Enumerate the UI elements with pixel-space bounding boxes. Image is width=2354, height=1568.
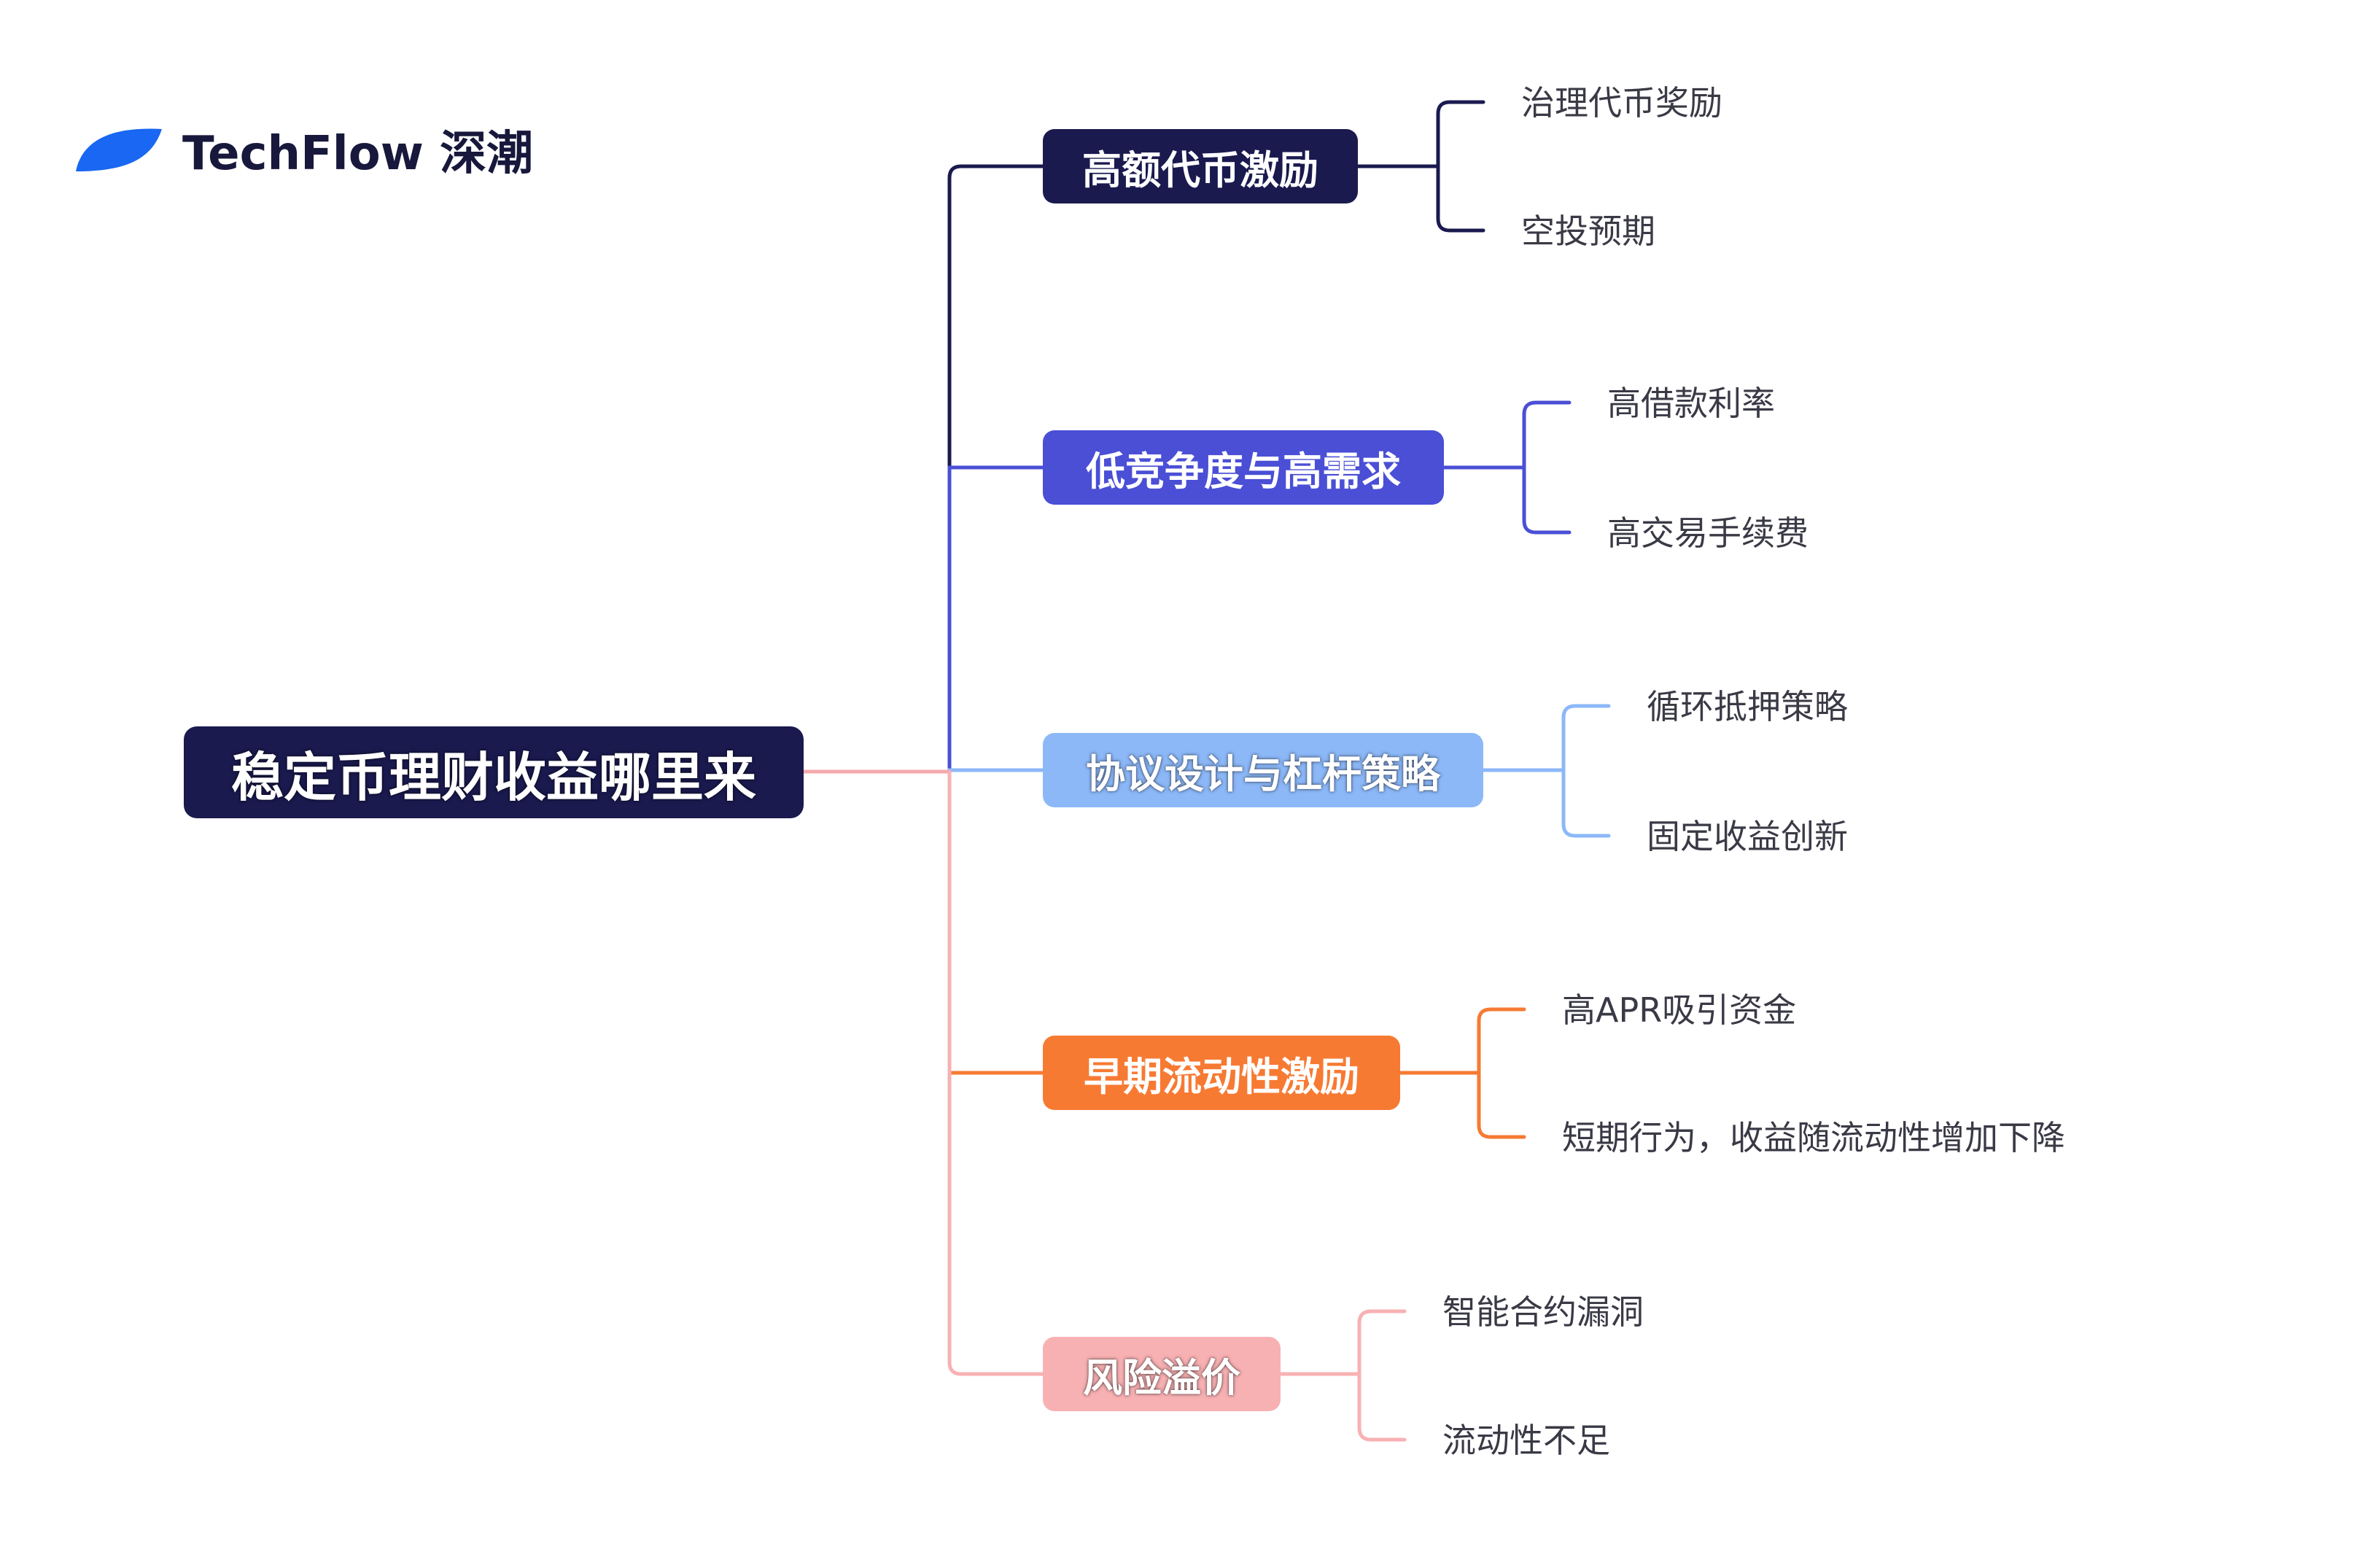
leaf-item: 智能合约漏洞: [1442, 1292, 1644, 1332]
trunk-line: [947, 465, 1045, 774]
leaf-item: 循环抵押策略: [1647, 687, 1848, 726]
leaf-connector-line: [1561, 768, 1611, 838]
leaf-item: 高交易手续费: [1607, 513, 1809, 553]
leaf-item: 短期行为，收益随流动性增加下降: [1562, 1118, 2065, 1157]
leaf-item: 高借款利率: [1607, 384, 1775, 423]
trunk-line: [947, 769, 1045, 1376]
leaf-connector-line: [1436, 100, 1485, 168]
leaf-connector-line: [1522, 400, 1572, 470]
leaf-item: 固定收益创新: [1647, 817, 1848, 856]
leaf-connector-line: [1561, 704, 1611, 772]
leaf-item: 治理代币奖励: [1521, 83, 1722, 123]
root-label: 稳定币理财收益哪里来: [230, 746, 756, 808]
branch-node-5: 风险溢价: [1043, 1337, 1281, 1411]
leaf-item: 空投预期: [1521, 211, 1655, 251]
leaf-connector-line: [1357, 1372, 1407, 1442]
branch-label: 早期流动性激励: [1084, 1053, 1359, 1100]
branch-node-3: 协议设计与杠杆策略: [1043, 733, 1483, 807]
leaf-connector-line: [1357, 1309, 1407, 1376]
logo-text: TechFlow 深潮: [182, 127, 534, 181]
branch-node-2: 低竞争度与高需求: [1043, 430, 1444, 505]
root-node: 稳定币理财收益哪里来: [184, 726, 804, 818]
branch-label: 协议设计与杠杆策略: [1086, 750, 1440, 797]
trunk-line: [947, 769, 1045, 1075]
branch-node-4: 早期流动性激励: [1043, 1036, 1400, 1110]
branch-label: 高额代币激励: [1082, 147, 1318, 193]
techflow-logo: TechFlow 深潮: [70, 117, 533, 182]
leaf-connector-line: [1522, 465, 1572, 535]
branch-label: 低竞争度与高需求: [1086, 448, 1401, 494]
leaf-connector-line: [1477, 1007, 1526, 1075]
leaf-connector-line: [1436, 164, 1485, 233]
trunk-line: [947, 164, 1045, 774]
leaf-connector-line: [1477, 1071, 1526, 1139]
branch-label: 风险溢价: [1083, 1354, 1240, 1401]
leaf-item: 流动性不足: [1442, 1421, 1610, 1460]
leaf-logo-icon: [76, 128, 162, 171]
trunk-line: [947, 768, 1045, 774]
leaf-item: 高APR吸引资金: [1562, 990, 1797, 1030]
branch-node-1: 高额代币激励: [1043, 129, 1358, 203]
